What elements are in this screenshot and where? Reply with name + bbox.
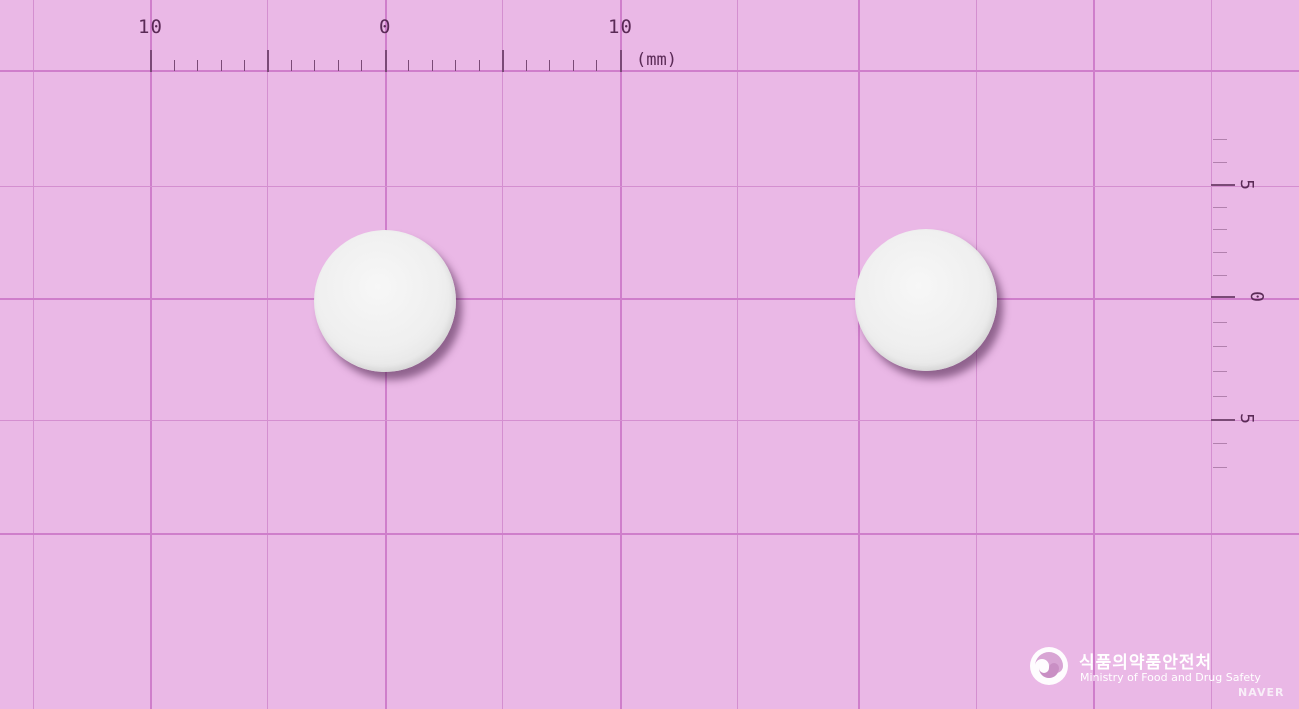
side-ruler-label-zero: 0 <box>1245 291 1267 302</box>
grid-line <box>737 0 738 709</box>
organization-name-english: Ministry of Food and Drug Safety <box>1080 671 1261 684</box>
mfds-emblem-icon <box>1030 647 1068 685</box>
grid-line <box>33 0 34 709</box>
side-ruler-label-top: 5 <box>1235 179 1257 190</box>
grid-line <box>976 0 977 709</box>
grid-line <box>0 186 1299 187</box>
grid-line <box>0 420 1299 421</box>
grid-line <box>150 0 152 709</box>
grid-line <box>0 298 1299 300</box>
grid-line <box>620 0 622 709</box>
tablet-front <box>314 230 456 372</box>
grid-line <box>502 0 503 709</box>
grid-line <box>1093 0 1095 709</box>
ruler-label-left: 10 <box>138 16 163 38</box>
grid-line <box>267 0 268 709</box>
side-ruler-label-bottom: 5 <box>1235 413 1257 424</box>
ruler-label-zero: 0 <box>379 16 392 38</box>
ruler-label-right: 10 <box>608 16 633 38</box>
grid-line <box>0 70 1299 72</box>
grid-line <box>1211 0 1212 709</box>
ruler-unit-label: (mm) <box>636 50 677 70</box>
tablet-back <box>855 229 997 371</box>
grid-line <box>858 0 860 709</box>
organization-name-korean: 식품의약품안전처 <box>1079 653 1213 673</box>
grid-line <box>0 533 1299 535</box>
naver-watermark: NAVER <box>1238 686 1285 699</box>
